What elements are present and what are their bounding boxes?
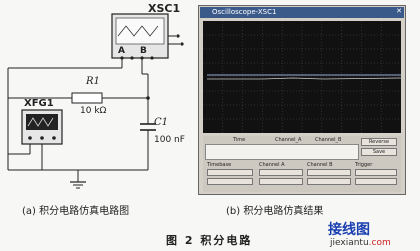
channel-b-scale-field[interactable]	[307, 169, 351, 176]
capacitor-name: C1	[154, 117, 169, 128]
reverse-button[interactable]: Reverse	[361, 138, 397, 146]
timebase-scale-field[interactable]	[207, 169, 253, 176]
channel-b-column-label: Channel_B	[315, 137, 342, 143]
resistor-name: R1	[86, 76, 100, 87]
x-position-field[interactable]	[207, 178, 253, 185]
scope-channel-b-label: B	[140, 46, 147, 56]
capacitor-value: 100 nF	[154, 135, 185, 145]
window-close-icon[interactable]: ✕	[396, 7, 403, 15]
oscilloscope-window: Oscilloscope-XSC1 ✕ Time Channel_A Chann…	[198, 5, 406, 195]
channel-a-section-label: Channel A	[259, 162, 285, 168]
save-button[interactable]: Save	[361, 148, 397, 156]
channel-b-section-label: Channel B	[307, 162, 333, 168]
timebase-section-label: Timebase	[207, 162, 232, 168]
oscilloscope-window-title: Oscilloscope-XSC1	[212, 8, 277, 16]
channel-b-position-field[interactable]	[307, 178, 351, 185]
resistor-r1-symbol	[71, 92, 103, 104]
oscilloscope-screen	[203, 21, 401, 133]
trigger-edge-field[interactable]	[355, 169, 397, 176]
readout-table	[205, 144, 359, 160]
scope-title: XSC1	[148, 2, 181, 15]
channel-a-column-label: Channel_A	[275, 137, 302, 143]
channel-a-scale-field[interactable]	[259, 169, 303, 176]
watermark-site: jiexiantu	[330, 238, 369, 248]
resistor-value: 10 kΩ	[80, 106, 107, 116]
trigger-level-field[interactable]	[355, 178, 397, 185]
trigger-section-label: Trigger	[355, 162, 373, 168]
oscilloscope-control-panel: Time Channel_A Channel_B Reverse Save Ti…	[203, 136, 401, 192]
subfigure-a-caption: (a) 积分电路仿真电路图	[22, 206, 130, 217]
watermark-brand: 接线图	[328, 222, 370, 238]
watermark-url: jiexiantu.com	[330, 238, 391, 248]
watermark-suffix: .com	[368, 238, 391, 248]
figure-caption: 图 2 积分电路	[166, 234, 253, 247]
generator-title: XFG1	[24, 98, 54, 109]
subfigure-b-caption: (b) 积分电路仿真结果	[226, 206, 324, 217]
time-column-label: Time	[233, 137, 246, 143]
oscilloscope-titlebar[interactable]: Oscilloscope-XSC1	[200, 7, 404, 18]
circuit-schematic	[7, 13, 184, 189]
scope-trace-b	[207, 77, 401, 80]
scope-channel-a-label: A	[118, 46, 125, 56]
channel-a-position-field[interactable]	[259, 178, 303, 185]
